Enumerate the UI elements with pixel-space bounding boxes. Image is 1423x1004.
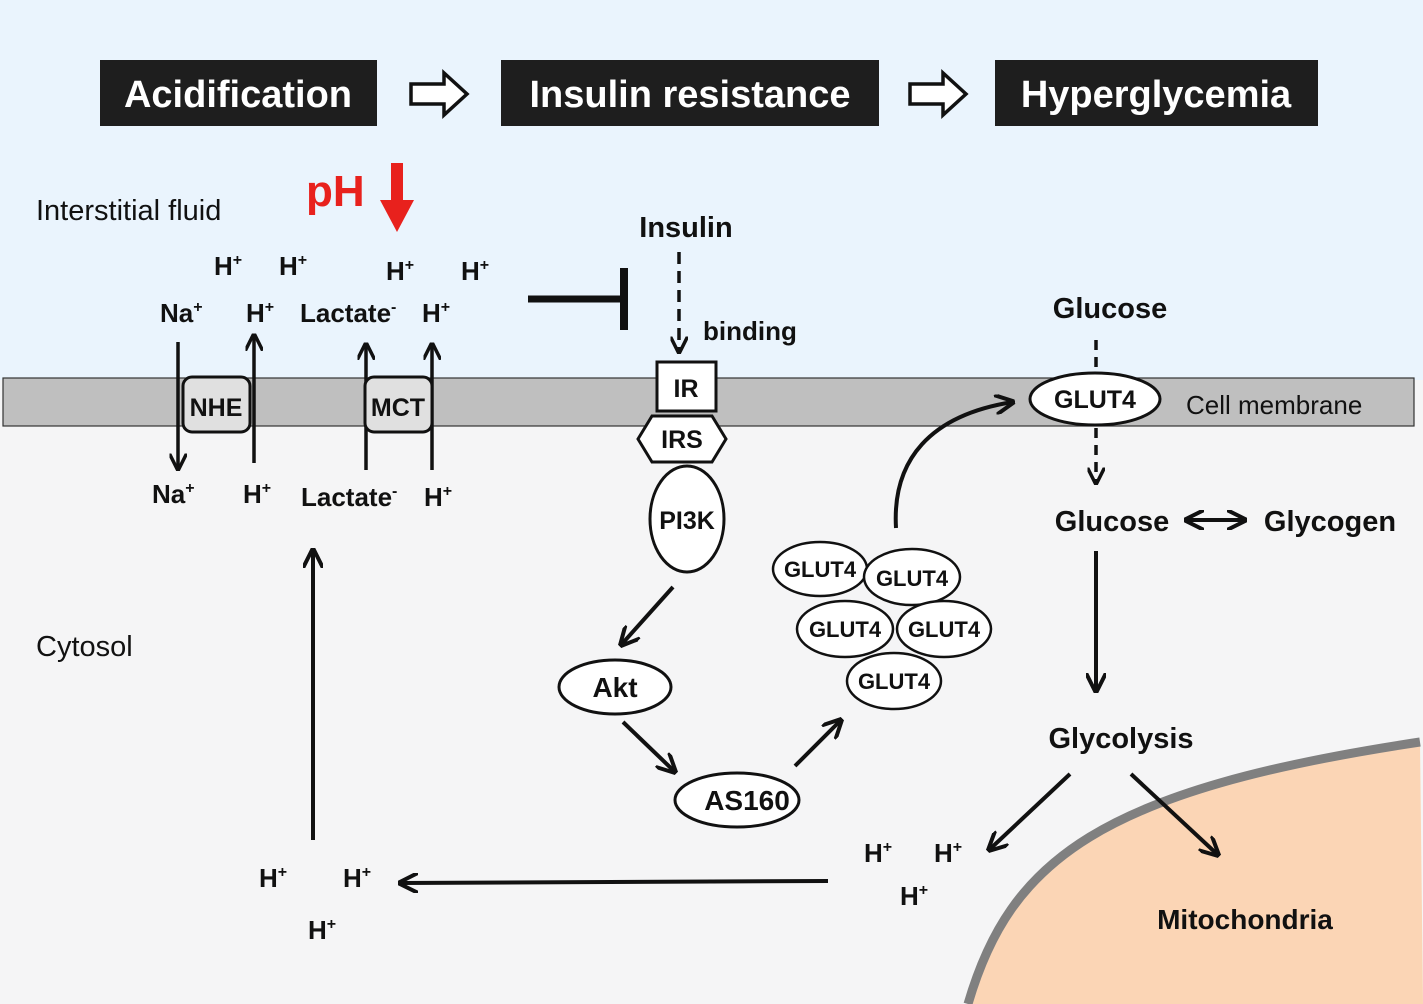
glut4-vesicles: GLUT4 GLUT4 GLUT4 GLUT4 GLUT4	[771, 540, 993, 711]
glucose-extracellular-label: Glucose	[1053, 293, 1167, 325]
mct-box	[363, 375, 434, 434]
akt-label: Akt	[592, 672, 637, 703]
glut4-translocation-arrow	[893, 402, 1013, 529]
insulin-resistance-box	[501, 60, 879, 126]
proton-transport-arrow	[400, 881, 829, 883]
cell-membrane-label: Cell membrane	[1186, 390, 1362, 420]
akt-node	[557, 658, 673, 716]
pi3k-label: PI3K	[659, 507, 715, 535]
hyperglycemia-box	[995, 60, 1318, 126]
interstitial-fluid-label: Interstitial fluid	[36, 195, 221, 227]
na-ion-in: Na+	[152, 479, 195, 509]
h-ion: H+	[214, 251, 242, 281]
intracellular-ions: Na+ H+ Lactate- H+	[152, 479, 452, 512]
as160-to-glut4-arrow	[793, 720, 841, 768]
h-ion: H+	[461, 256, 489, 286]
glycolysis-protons: H+ H+ H+	[864, 838, 962, 911]
h-ion: H+	[259, 863, 287, 893]
binding-label: binding	[703, 316, 797, 346]
h-ion-mct-in: H+	[424, 482, 452, 512]
h-ion-mct-out: H+	[422, 298, 450, 328]
ir-receptor	[655, 360, 718, 413]
na-ion-out: Na+	[160, 298, 203, 328]
mct-label: MCT	[371, 394, 425, 422]
glut4-vesicle	[795, 599, 895, 659]
insulin-resistance-label: Insulin resistance	[529, 74, 850, 116]
h-ion: H+	[934, 838, 962, 868]
nhe-transporter: NHE	[178, 335, 254, 469]
mitochondria-membrane	[963, 737, 1421, 1004]
hyperglycemia-label: Hyperglycemia	[1021, 74, 1292, 116]
h-ion-nhe-out: H+	[246, 298, 274, 328]
as160-node	[673, 771, 801, 829]
as160-label: AS160	[704, 785, 790, 816]
ph-label: pH	[306, 167, 365, 216]
ir-label: IR	[674, 375, 699, 403]
irs-label: IRS	[661, 426, 703, 454]
membrane-glut4-label: GLUT4	[1054, 386, 1136, 414]
inhibition-symbol	[528, 268, 628, 330]
glut4-vesicle	[845, 651, 943, 711]
glut4-vesicle	[895, 599, 993, 659]
glycolysis-label: Glycolysis	[1048, 723, 1193, 755]
h-ion: H+	[308, 915, 336, 945]
mitochondria-label: Mitochondria	[1157, 904, 1333, 935]
acidification-label: Acidification	[124, 74, 352, 116]
pi3k-to-akt-arrow	[621, 585, 675, 645]
pi3k-node	[648, 464, 726, 574]
glycolysis-to-mitochondria-arrow	[1129, 772, 1218, 855]
glut4-vesicle	[862, 547, 962, 607]
h-ion: H+	[279, 251, 307, 281]
glycolysis-to-protons-arrow	[989, 772, 1072, 850]
flow-arrow-2	[908, 69, 969, 119]
h-ion: H+	[386, 256, 414, 286]
nhe-box	[181, 375, 252, 434]
flow-arrow-1	[409, 69, 470, 119]
h-ion: H+	[864, 838, 892, 868]
glycogen-label: Glycogen	[1264, 506, 1396, 538]
membrane-glut4	[1028, 371, 1162, 427]
cytosol-protons: H+ H+ H+	[259, 863, 371, 945]
h-ion-nhe-in: H+	[243, 479, 271, 509]
acidification-box	[100, 60, 377, 126]
glucose-intracellular-label: Glucose	[1055, 506, 1169, 538]
insulin-label: Insulin	[639, 212, 732, 244]
extracellular-ions: H+ H+ H+ H+ Na+ H+ Lactate- H+	[160, 251, 489, 328]
nhe-label: NHE	[190, 394, 243, 422]
glut4-vesicle-label: GLUT4	[908, 617, 981, 642]
lactate-in: Lactate-	[301, 482, 397, 512]
ph-down-arrow	[380, 163, 414, 232]
h-ion: H+	[343, 863, 371, 893]
h-ion: H+	[900, 881, 928, 911]
glut4-vesicle-label: GLUT4	[784, 557, 857, 582]
header-flow: Acidification Insulin resistance Hypergl…	[100, 60, 1318, 126]
irs-hexagon	[636, 414, 728, 464]
lactate-out: Lactate-	[300, 298, 396, 328]
glut4-vesicle-label: GLUT4	[809, 617, 882, 642]
akt-to-as160-arrow	[621, 720, 675, 772]
mitochondria-body	[968, 742, 1423, 1004]
cytosol-label: Cytosol	[36, 631, 133, 663]
mct-transporter: MCT	[365, 344, 432, 470]
glut4-vesicle-label: GLUT4	[876, 566, 949, 591]
glut4-vesicle-label: GLUT4	[858, 669, 931, 694]
